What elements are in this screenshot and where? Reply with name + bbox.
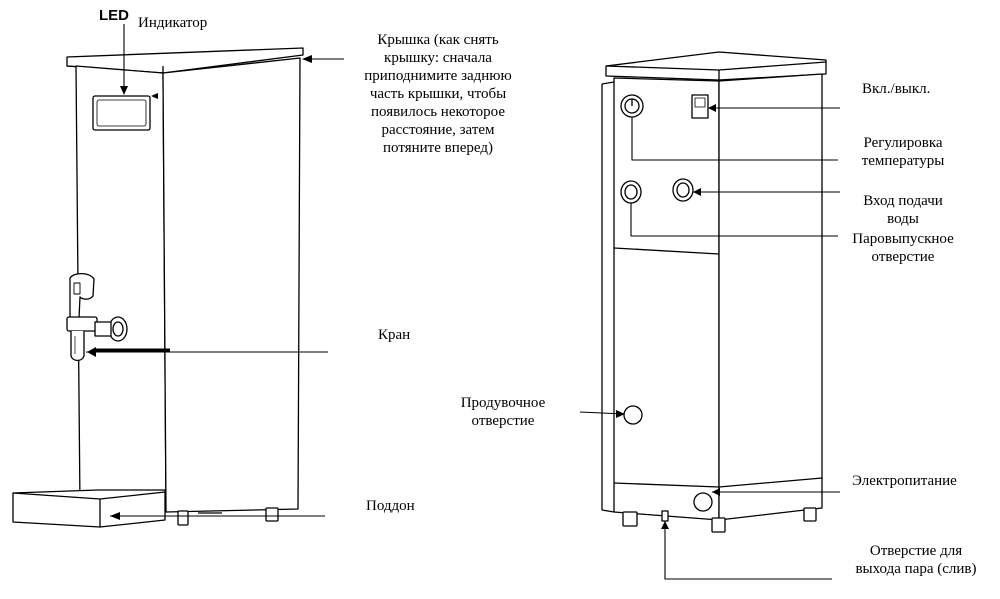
power-inlet: [693, 492, 713, 512]
back-face: [613, 77, 720, 521]
steam-outlet-fitting: [620, 180, 642, 204]
led-label: LED: [99, 7, 129, 24]
back-foot: [711, 517, 726, 533]
front-leader-lines: [86, 24, 344, 520]
water-inlet-label: Вход подачи воды: [863, 193, 943, 227]
front-view: [12, 47, 304, 528]
purge-hole-label: Продувочное отверстие: [460, 395, 546, 429]
steam-outlet-label: Паровыпускное отверстие: [852, 231, 954, 265]
indicator-label: Индикатор: [138, 15, 208, 31]
temperature-dial: [620, 94, 644, 118]
front-foot: [265, 507, 279, 522]
power-switch-label: Вкл./выкл.: [862, 81, 931, 97]
temperature-label: Регулировка температуры: [861, 135, 945, 169]
power-supply-label: Электропитание: [852, 473, 957, 489]
steam-drain: [661, 510, 669, 522]
side-body-face: [162, 57, 301, 513]
indicator-window: [92, 95, 151, 131]
drip-tray: [12, 489, 166, 528]
back-foot: [622, 511, 638, 527]
right-side-face: [718, 73, 823, 521]
back-foot: [803, 507, 817, 522]
front-foot: [177, 510, 189, 526]
tap-label: Кран: [378, 327, 411, 343]
water-inlet-fitting: [672, 178, 694, 202]
tap: [66, 272, 128, 362]
purge-hole: [623, 405, 643, 425]
front-lid: [66, 47, 304, 74]
back-leader-lines: [579, 104, 840, 580]
back-view: [601, 51, 827, 533]
power-switch: [691, 94, 709, 119]
lid-label: Крышка (как снять крышку: сначала припод…: [364, 32, 512, 156]
back-lid: [605, 51, 827, 81]
steam-drain-label: Отверстие для выхода пара (слив): [855, 543, 977, 577]
tray-label: Поддон: [366, 498, 415, 514]
